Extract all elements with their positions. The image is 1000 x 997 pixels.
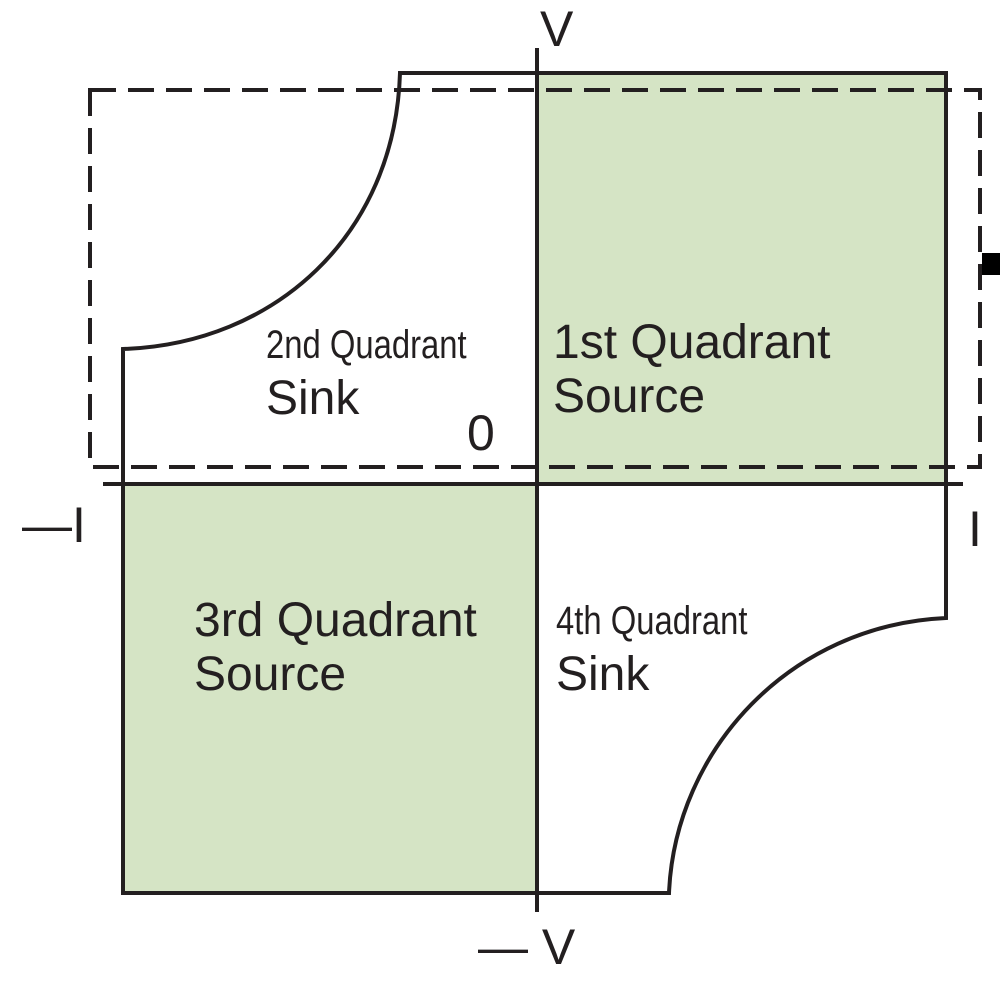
quadrant-3-title: 3rd Quadrant <box>194 594 477 647</box>
quadrant-4-label: 4th Quadrant Sink <box>556 594 790 702</box>
q1-source-fill <box>537 73 946 484</box>
quadrant-1-title: 1st Quadrant <box>553 316 831 369</box>
operating-envelope-outline <box>121 71 948 895</box>
quadrant-4-role: Sink <box>556 648 650 701</box>
current-negative-label: —I <box>22 497 86 553</box>
quadrant-1-label: 1st Quadrant Source <box>553 316 831 424</box>
current-positive-label: I <box>968 501 982 557</box>
quadrant-3-role: Source <box>194 648 347 701</box>
edge-marker <box>982 253 1000 275</box>
origin-label: 0 <box>467 405 495 461</box>
quadrant-2-role: Sink <box>266 372 360 425</box>
quadrant-4-title: 4th Quadrant <box>556 599 748 643</box>
quadrant-1-role: Source <box>553 370 706 423</box>
voltage-positive-label: V <box>540 1 574 57</box>
voltage-negative-label: — V <box>478 919 576 975</box>
quadrant-3-label: 3rd Quadrant Source <box>194 594 477 702</box>
q3-source-fill <box>123 484 537 893</box>
quadrant-2-label: 2nd Quadrant Sink <box>266 318 511 426</box>
quadrant-2-title: 2nd Quadrant <box>266 323 467 367</box>
